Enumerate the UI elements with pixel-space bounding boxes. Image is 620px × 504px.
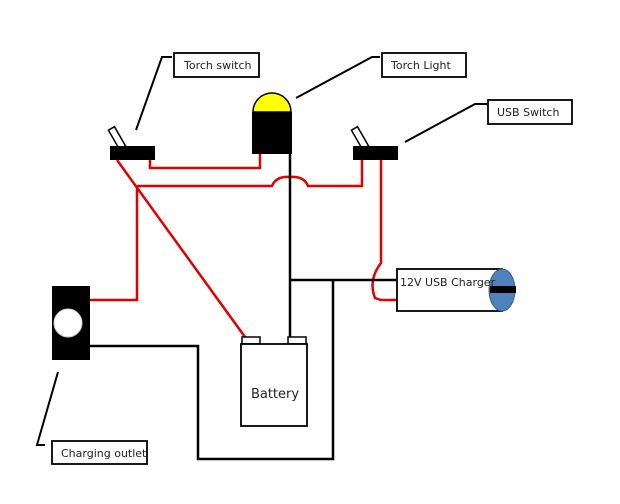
callout-usb-switch: USB Switch [404,99,573,143]
label-text: USB Switch [497,106,559,119]
leader-line [35,371,59,446]
torch-switch[interactable] [107,125,155,160]
usb-switch-body [353,146,398,160]
label-box [381,52,467,78]
leader-line [295,56,380,99]
torch-switch-body [110,146,155,160]
charging-outlet [52,286,90,360]
wire-usb-switch-feed [137,160,364,188]
leader-line [404,103,487,143]
label-box [173,52,260,78]
battery-label: Battery [251,387,299,402]
wire-outlet-positive [90,186,139,302]
wire-usb-switch-to-charger [371,160,397,302]
negative-wires [90,154,397,461]
light-body [252,112,292,154]
callout-charging-outlet: Charging outlet [35,371,148,465]
battery-positive-terminal [241,336,261,345]
label-box [51,440,148,465]
outlet-socket [53,308,83,338]
leader-line [135,56,172,131]
battery: Battery [240,336,308,427]
battery-negative-terminal [287,336,307,345]
wire-switch-to-light [148,154,262,170]
torch-light [252,92,292,154]
label-text: Torch switch [183,59,252,72]
label-box [487,99,573,125]
light-dome [252,92,292,113]
charger-port [490,286,516,293]
usb-charger: 12V USB Charger [396,268,516,312]
label-text: Torch Light [390,59,452,72]
label-text: Charging outlet [61,447,147,460]
callout-torch-switch: Torch switch [135,52,260,131]
torch-switch-lever[interactable] [107,125,127,151]
usb-switch-lever[interactable] [350,125,370,151]
battery-body [240,343,308,427]
charger-body [396,268,503,312]
charger-label: 12V USB Charger [400,276,496,289]
wire-switch-to-battery [115,159,247,338]
usb-switch[interactable] [350,125,398,160]
callout-torch-light: Torch Light [295,52,467,99]
positive-wires [90,154,397,338]
wire-outlet-negative [90,280,335,461]
